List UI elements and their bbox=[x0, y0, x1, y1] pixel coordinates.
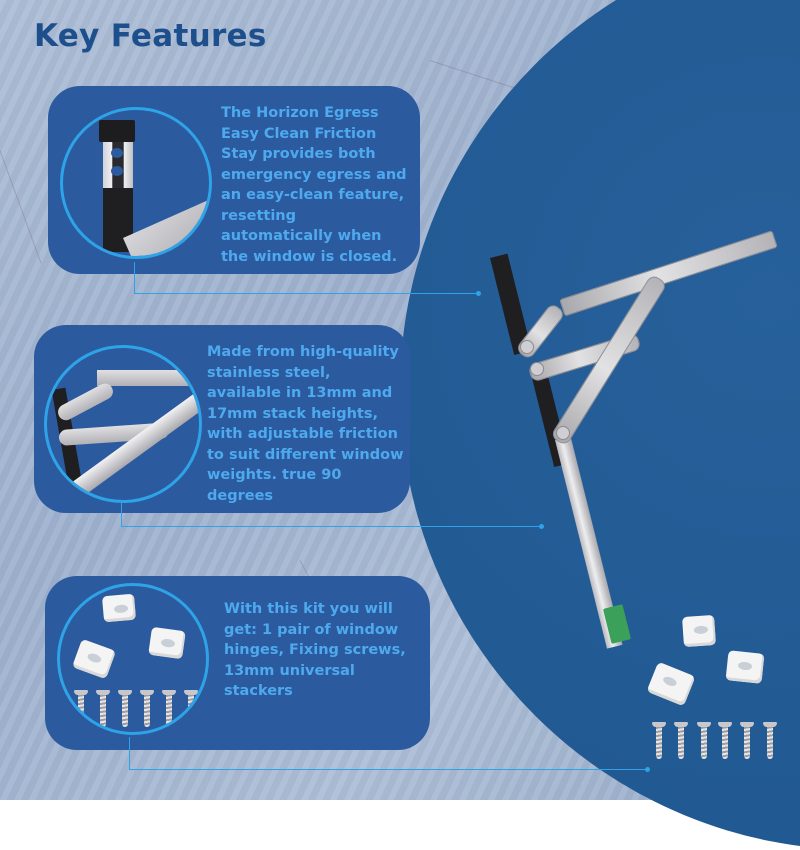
screw-icon bbox=[763, 722, 777, 760]
screw-icon bbox=[652, 722, 666, 760]
screw-icon bbox=[697, 722, 711, 760]
stay-end-cap bbox=[99, 120, 135, 142]
thumbnail-stackers-screws bbox=[57, 583, 209, 735]
connector-dot-egress bbox=[476, 291, 481, 296]
feature-text-kit: With this kit you will get: 1 pair of wi… bbox=[224, 601, 406, 699]
pivot-pin bbox=[556, 426, 570, 440]
stacker-icon bbox=[71, 638, 117, 680]
stacker-icon bbox=[725, 650, 765, 684]
screw-icon bbox=[674, 722, 688, 760]
screw-icon bbox=[96, 690, 110, 728]
screw-icon bbox=[184, 690, 198, 728]
connector-dot-kit bbox=[645, 767, 650, 772]
screw-icon bbox=[718, 722, 732, 760]
stacker-icon bbox=[681, 614, 717, 648]
screw-icon bbox=[74, 690, 88, 728]
screw-icon bbox=[740, 722, 754, 760]
pivot-pin bbox=[530, 362, 544, 376]
connector-line-kit bbox=[129, 769, 647, 770]
pivot-pin bbox=[520, 340, 534, 354]
feature-text-egress: The Horizon Egress Easy Clean Friction S… bbox=[221, 105, 407, 265]
connector-line-material bbox=[121, 526, 541, 527]
connector-dot-material bbox=[539, 524, 544, 529]
screw-icon bbox=[162, 690, 176, 728]
connector-line-egress bbox=[134, 262, 135, 293]
connector-line-kit bbox=[129, 737, 130, 769]
page-title: Key Features bbox=[34, 18, 267, 54]
stacker-icon bbox=[101, 593, 137, 623]
screw-icon bbox=[118, 690, 132, 728]
stay-hole bbox=[111, 148, 123, 158]
stacker-icon bbox=[148, 626, 186, 660]
connector-line-material bbox=[121, 503, 122, 526]
connector-line-egress bbox=[134, 293, 478, 294]
stay-hole bbox=[111, 166, 123, 176]
screw-icon bbox=[140, 690, 154, 728]
thumbnail-stay-top bbox=[60, 107, 212, 259]
feature-text-material: Made from high-quality stainless steel, … bbox=[207, 344, 404, 504]
stay-top-arm bbox=[97, 370, 199, 386]
thumbnail-stay-arms bbox=[44, 345, 202, 503]
